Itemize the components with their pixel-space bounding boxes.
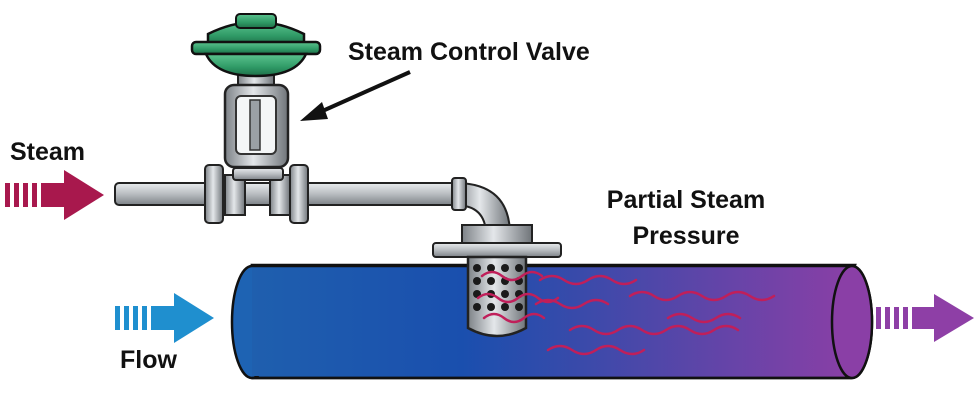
steam-inlet-arrow bbox=[5, 170, 104, 220]
valve-pointer-arrow bbox=[300, 70, 411, 121]
label-pressure: Pressure bbox=[632, 222, 739, 250]
steam-wisps bbox=[476, 270, 776, 356]
valve-flange-right bbox=[289, 164, 309, 224]
valve-flange-left bbox=[204, 164, 224, 224]
process-pipe bbox=[230, 263, 874, 380]
label-flow: Flow bbox=[120, 346, 177, 374]
valve-actuator bbox=[190, 13, 322, 78]
steam-supply-pipe bbox=[114, 164, 512, 236]
steam-control-valve bbox=[190, 13, 322, 169]
nozzle-holes bbox=[473, 264, 523, 311]
injector-flange bbox=[432, 242, 562, 258]
flow-inlet-arrow bbox=[115, 293, 214, 343]
flow-outlet-arrow bbox=[876, 294, 974, 342]
label-steam: Steam bbox=[10, 138, 85, 166]
label-steam-control-valve: Steam Control Valve bbox=[348, 38, 590, 66]
label-partial-steam: Partial Steam bbox=[607, 186, 765, 214]
